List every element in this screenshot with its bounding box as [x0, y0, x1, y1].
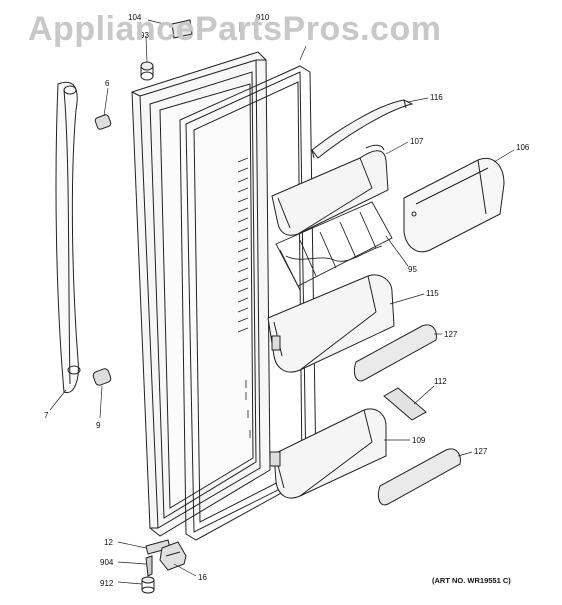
callout-12: 12 — [104, 538, 113, 547]
hinge-cap — [171, 19, 193, 39]
callout-127-upper: 127 — [444, 330, 458, 339]
callout-115: 115 — [426, 289, 439, 298]
art-number: (ART NO. WR19551 C) — [432, 576, 511, 585]
callout-904: 904 — [100, 558, 114, 567]
callout-95: 95 — [408, 265, 417, 274]
bin-clip-112 — [383, 387, 427, 421]
callout-107: 107 — [410, 137, 424, 146]
callout-106: 106 — [516, 143, 530, 152]
door-bin-109 — [269, 408, 387, 499]
callout-116: 116 — [430, 93, 443, 102]
callout-112: 112 — [434, 377, 447, 386]
door-bin-107 — [271, 144, 389, 236]
bin-front-127-lower — [377, 448, 461, 506]
door-handle — [55, 81, 81, 394]
handle-screw-bottom — [92, 368, 112, 386]
shelf-rails — [237, 157, 251, 438]
callout-7: 7 — [44, 411, 49, 420]
callout-109: 109 — [412, 436, 426, 445]
screw-904 — [145, 555, 153, 577]
handle-screw-top — [94, 114, 112, 130]
bushing-912 — [141, 576, 155, 594]
dairy-cover-106 — [403, 158, 505, 253]
watermark: AppliancePartsPros.com — [28, 10, 442, 48]
callout-127-lower: 127 — [474, 447, 488, 456]
bin-front-127-upper — [353, 324, 437, 382]
bracket-16 — [159, 541, 187, 571]
callout-6: 6 — [105, 79, 110, 88]
callout-9: 9 — [96, 421, 101, 430]
leader-lines — [49, 19, 515, 585]
bin-trim-bar — [311, 99, 414, 159]
door-outer-panel — [131, 51, 271, 537]
callout-16: 16 — [198, 573, 207, 582]
callout-104: 104 — [128, 13, 142, 22]
hinge-bushing — [140, 61, 154, 81]
callout-910: 910 — [256, 13, 270, 22]
wire-rack-95 — [275, 201, 393, 291]
door-bin-115 — [267, 274, 395, 373]
callout-93: 93 — [140, 31, 149, 40]
callout-912: 912 — [100, 579, 114, 588]
